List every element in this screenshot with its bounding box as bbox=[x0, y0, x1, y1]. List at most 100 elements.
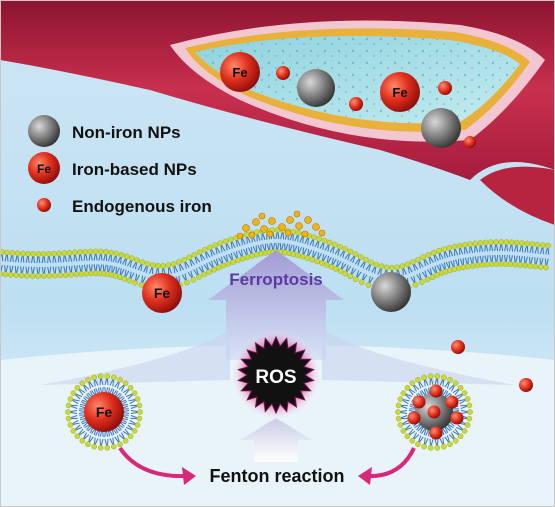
lipid-head bbox=[134, 257, 140, 263]
starburst-icon bbox=[237, 335, 315, 415]
lipid-head bbox=[41, 273, 47, 279]
lipid-head bbox=[409, 437, 416, 444]
lipid-head bbox=[225, 261, 231, 267]
lipid-head bbox=[74, 433, 81, 440]
lipid-head bbox=[352, 251, 359, 257]
endogenous-iron bbox=[276, 66, 290, 80]
lipid-head bbox=[461, 428, 468, 434]
lipid-head bbox=[155, 262, 161, 269]
lipid-head bbox=[532, 263, 539, 270]
lipid-head bbox=[441, 443, 447, 450]
lipid-head bbox=[215, 264, 222, 271]
lipid-head bbox=[464, 422, 471, 428]
lipid-head bbox=[326, 239, 333, 246]
lipid-head bbox=[368, 259, 375, 266]
lipid-head bbox=[122, 437, 129, 444]
lipid-head bbox=[421, 374, 427, 381]
lipid-head bbox=[434, 445, 441, 451]
lipid-head bbox=[129, 255, 135, 262]
lipid-head bbox=[211, 266, 217, 273]
lipid-head bbox=[534, 241, 541, 248]
lipid-head bbox=[342, 246, 349, 252]
lipid-head bbox=[24, 272, 30, 279]
lipid-head bbox=[136, 402, 143, 409]
lipid-head bbox=[85, 441, 91, 448]
lipid-head bbox=[46, 251, 52, 257]
lipid-head bbox=[126, 277, 133, 284]
lipid-head bbox=[295, 230, 302, 236]
lipid-head bbox=[395, 409, 401, 415]
lipid-head bbox=[430, 249, 437, 256]
lipid-head bbox=[514, 239, 520, 246]
lipid-head bbox=[122, 380, 129, 387]
lipid-head bbox=[421, 443, 427, 450]
red-fe-sphere-icon bbox=[28, 152, 60, 184]
peroxidized-lipids bbox=[236, 210, 326, 240]
lipid-head bbox=[79, 437, 86, 444]
lipid-head bbox=[136, 415, 143, 422]
lipid-head bbox=[304, 255, 311, 261]
lipid-head bbox=[540, 242, 546, 248]
lipid-head bbox=[470, 263, 476, 269]
endogenous-iron bbox=[519, 378, 533, 392]
lipid-head bbox=[424, 276, 431, 283]
lipid-head bbox=[230, 259, 236, 265]
lipid-head bbox=[57, 272, 64, 279]
lipid-head bbox=[331, 241, 338, 248]
lipid-head bbox=[124, 253, 130, 260]
lipid-head bbox=[121, 276, 128, 282]
lipid-head bbox=[519, 240, 525, 246]
lipid-head bbox=[452, 437, 459, 444]
lipid-head bbox=[409, 380, 416, 387]
lipid-head bbox=[201, 246, 208, 253]
lipid-head bbox=[524, 240, 531, 247]
endogenous-iron-cluster bbox=[407, 384, 464, 440]
lipid-head bbox=[83, 270, 90, 277]
lipid-head bbox=[466, 402, 473, 409]
ros-label: ROS bbox=[255, 367, 296, 388]
lipid-head bbox=[85, 376, 91, 383]
lipid-head bbox=[479, 262, 486, 268]
lipid-head bbox=[132, 280, 138, 286]
lipid-head bbox=[365, 282, 372, 288]
lipid-head bbox=[427, 373, 434, 379]
fe-label: Fe bbox=[96, 404, 113, 420]
lipid-head bbox=[522, 262, 528, 269]
legend-endogenous: Endogenous iron bbox=[72, 197, 212, 216]
lipid-head bbox=[13, 272, 19, 278]
lipid-head bbox=[389, 264, 395, 271]
lipid-head bbox=[466, 415, 473, 422]
lipid-head bbox=[111, 374, 117, 381]
lipid-head bbox=[337, 268, 344, 274]
lipid-head bbox=[111, 443, 117, 450]
endogenous-iron bbox=[451, 340, 465, 354]
ros-burst: ROS bbox=[230, 329, 322, 421]
endogenous-iron bbox=[464, 136, 476, 148]
fe-label: Fe bbox=[37, 162, 51, 176]
lipid-head bbox=[67, 422, 74, 428]
lipid-head bbox=[451, 243, 458, 250]
lipid-head bbox=[175, 259, 182, 265]
lipid-head bbox=[184, 279, 190, 286]
lipid-head bbox=[314, 258, 320, 265]
lipid-head bbox=[165, 262, 172, 268]
lipid-head bbox=[316, 236, 323, 242]
fenton-arrow-right bbox=[365, 447, 416, 479]
lipid-head bbox=[323, 262, 330, 268]
lipid-head bbox=[412, 281, 419, 288]
lipid-head bbox=[104, 445, 111, 451]
lipid-head bbox=[537, 264, 544, 270]
lipid-head bbox=[207, 244, 213, 251]
ferroptosis-label: Ferroptosis bbox=[229, 270, 323, 289]
lipid-head bbox=[52, 272, 58, 279]
lipid-head bbox=[400, 428, 407, 434]
lipid-head bbox=[400, 390, 407, 396]
lipid-head bbox=[508, 239, 515, 246]
lipid-head bbox=[461, 242, 468, 248]
lipid-head bbox=[91, 443, 97, 450]
lipid-head bbox=[212, 242, 218, 249]
lipid-head bbox=[196, 249, 203, 255]
non-iron-np bbox=[371, 272, 411, 312]
non-iron-np bbox=[421, 108, 461, 148]
